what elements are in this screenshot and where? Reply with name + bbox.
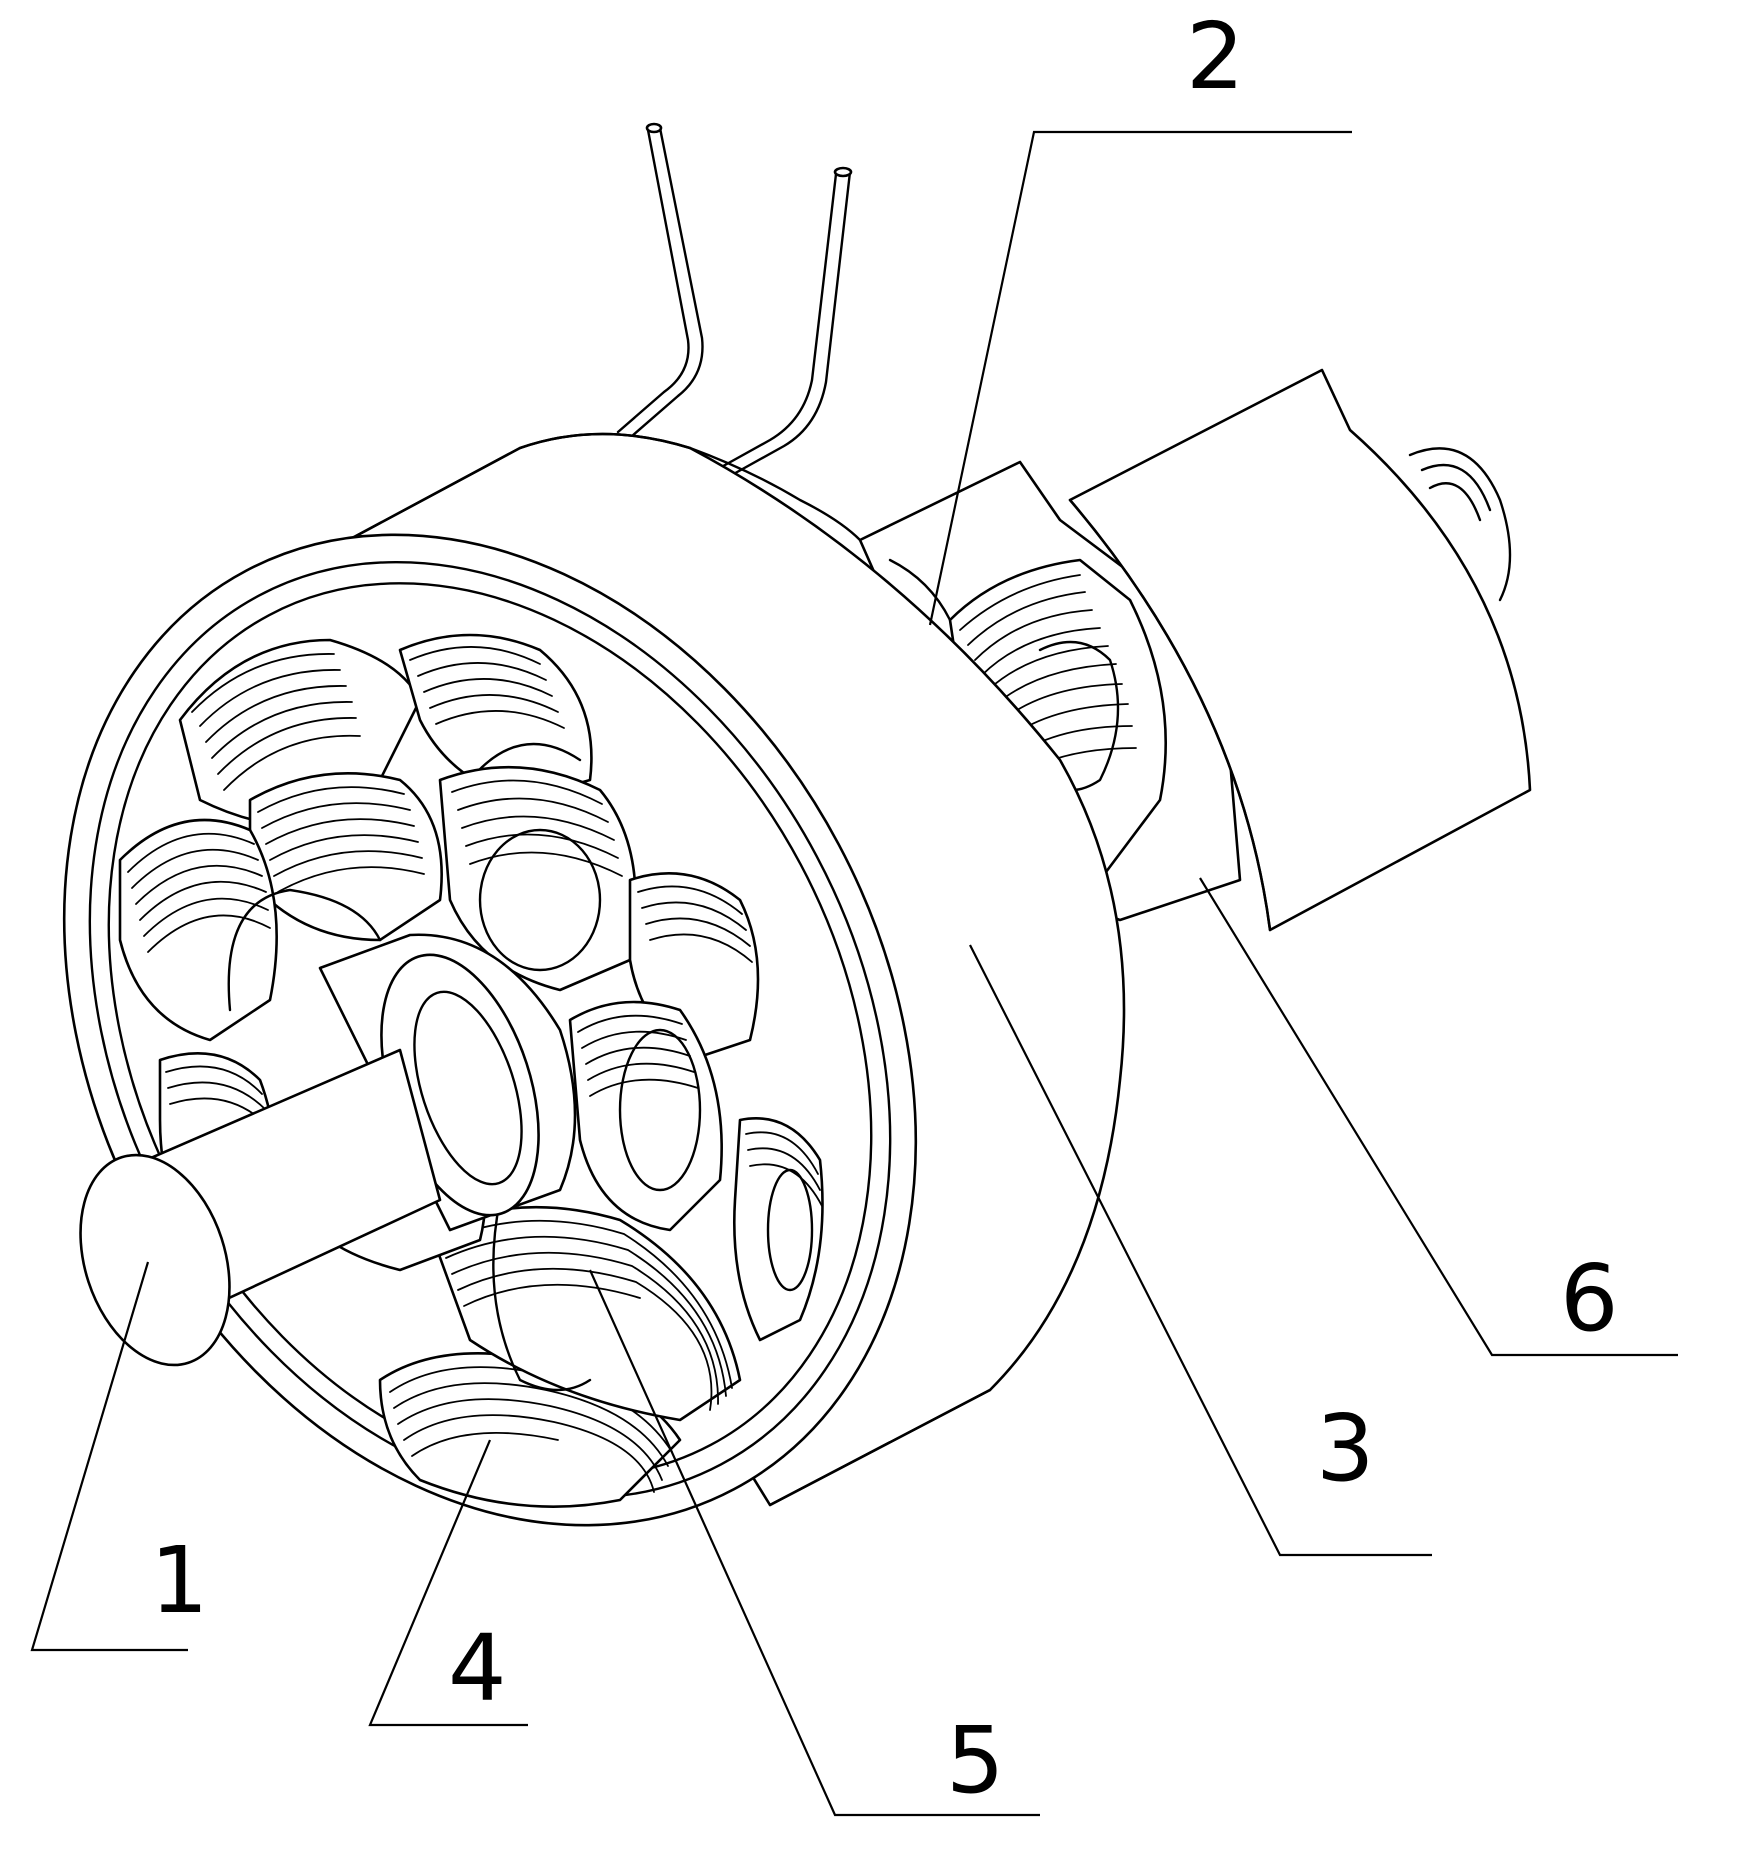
jumper-wire-lower	[492, 1198, 592, 1392]
coil-center-right	[568, 1000, 723, 1232]
callout-5: 5	[946, 1707, 1005, 1814]
leader-2	[928, 130, 1352, 626]
callout-2: 2	[1186, 3, 1245, 110]
coil-upper-middle	[248, 772, 443, 942]
leader-lines	[30, 130, 1678, 1817]
lead-wires	[616, 122, 853, 478]
shaft	[79, 933, 577, 1367]
leader-6	[1199, 877, 1678, 1357]
coil-left	[118, 818, 278, 1042]
coil-far-right	[732, 1117, 824, 1342]
callout-4: 4	[448, 1615, 507, 1722]
callout-3: 3	[1316, 1395, 1375, 1502]
leader-4	[368, 1439, 528, 1727]
coil-top	[398, 633, 593, 802]
callout-6: 6	[1560, 1245, 1619, 1352]
leader-1	[30, 1261, 188, 1652]
callout-labels: 1 2 3 4 5 6	[150, 3, 1619, 1814]
callout-1: 1	[150, 1527, 209, 1634]
leader-5	[588, 1269, 1040, 1817]
coil-upper-right	[438, 765, 638, 992]
jumper-wire	[227, 888, 382, 1012]
leader-3	[969, 944, 1432, 1557]
